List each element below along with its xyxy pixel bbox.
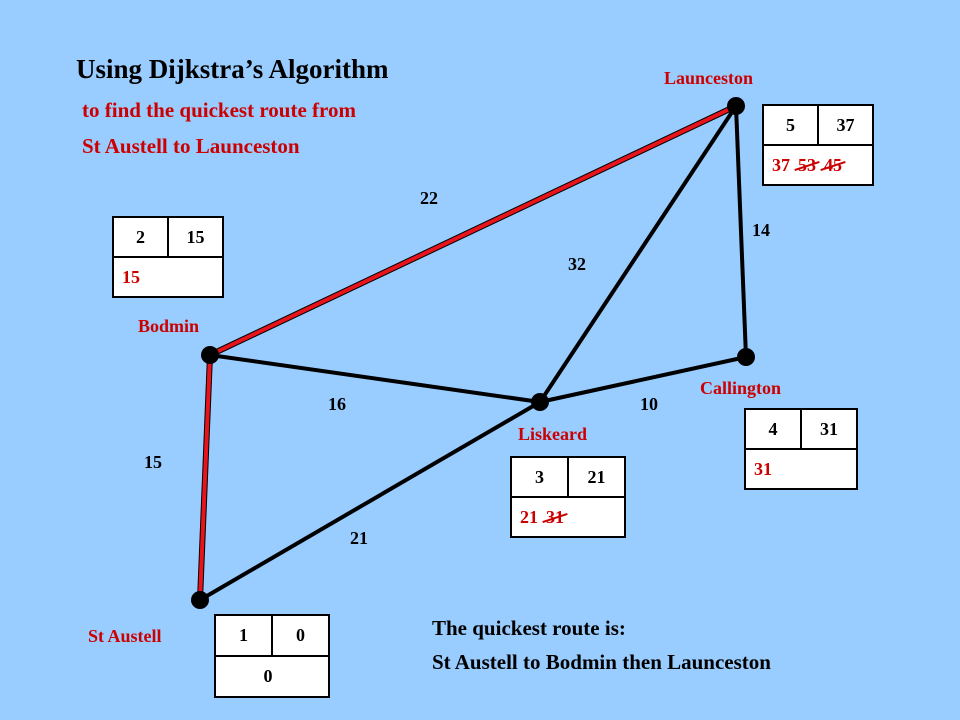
box-launceston: 5 37 37 53 45 bbox=[762, 104, 874, 186]
node-bodmin bbox=[201, 346, 219, 364]
node-launceston bbox=[727, 97, 745, 115]
weight-bodmin-launceston: 22 bbox=[420, 188, 438, 208]
subtitle-line-2: St Austell to Launceston bbox=[82, 134, 300, 158]
label-st-austell: St Austell bbox=[88, 626, 162, 646]
working-launceston-2: 53 bbox=[798, 154, 816, 175]
edge-liskeard-launceston bbox=[538, 104, 738, 404]
label-liskeard: Liskeard bbox=[518, 424, 588, 444]
label-bodmin: Bodmin bbox=[138, 316, 200, 336]
working-bodmin-1: 15 bbox=[122, 266, 140, 287]
label-launceston: Launceston bbox=[664, 68, 754, 88]
order-launceston: 5 bbox=[764, 106, 819, 144]
node-callington bbox=[737, 348, 755, 366]
working-launceston-3: 45 bbox=[824, 154, 842, 175]
conclusion-heading: The quickest route is: bbox=[432, 616, 626, 640]
box-bodmin: 2 15 15 bbox=[112, 216, 224, 298]
order-st-austell: 1 bbox=[216, 616, 273, 655]
final-liskeard: 21 bbox=[587, 466, 606, 487]
weight-staustell-liskeard: 21 bbox=[350, 528, 368, 548]
final-launceston: 37 bbox=[836, 114, 855, 135]
working-liskeard-2: 31 bbox=[546, 506, 564, 527]
box-st-austell: 1 0 0 bbox=[214, 614, 330, 698]
order-liskeard: 3 bbox=[512, 458, 569, 496]
weight-liskeard-launceston: 32 bbox=[568, 254, 586, 274]
box-callington: 4 31 31 bbox=[744, 408, 858, 490]
final-st-austell: 0 bbox=[296, 625, 305, 645]
weight-bodmin-liskeard: 16 bbox=[328, 394, 346, 414]
node-liskeard bbox=[531, 393, 549, 411]
working-launceston-1: 37 bbox=[772, 154, 790, 175]
order-bodmin: 2 bbox=[114, 218, 169, 256]
final-callington: 31 bbox=[820, 418, 838, 439]
edge-staustell-liskeard bbox=[198, 400, 542, 602]
box-liskeard: 3 21 21 31 bbox=[510, 456, 626, 538]
weight-staustell-bodmin: 15 bbox=[144, 452, 162, 472]
order-callington: 4 bbox=[746, 410, 802, 448]
route-bodmin-launceston bbox=[209, 104, 737, 357]
weight-callington-launceston: 14 bbox=[752, 220, 770, 240]
page-title: Using Dijkstra’s Algorithm bbox=[76, 54, 389, 84]
working-st-austell-1: 0 bbox=[263, 666, 273, 686]
final-bodmin: 15 bbox=[186, 226, 205, 247]
edge-liskeard-callington bbox=[539, 355, 747, 404]
subtitle-line-1: to find the quickest route from bbox=[82, 98, 356, 122]
edge-bodmin-liskeard bbox=[209, 353, 541, 404]
weight-liskeard-callington: 10 bbox=[640, 394, 658, 414]
edge-callington-launceston bbox=[734, 105, 748, 358]
label-callington: Callington bbox=[700, 378, 782, 398]
node-st-austell bbox=[191, 591, 209, 609]
working-callington-1: 31 bbox=[754, 458, 772, 479]
conclusion-route: St Austell to Bodmin then Launceston bbox=[432, 650, 771, 674]
working-liskeard-1: 21 bbox=[520, 506, 538, 527]
route-staustell-bodmin bbox=[198, 354, 212, 601]
